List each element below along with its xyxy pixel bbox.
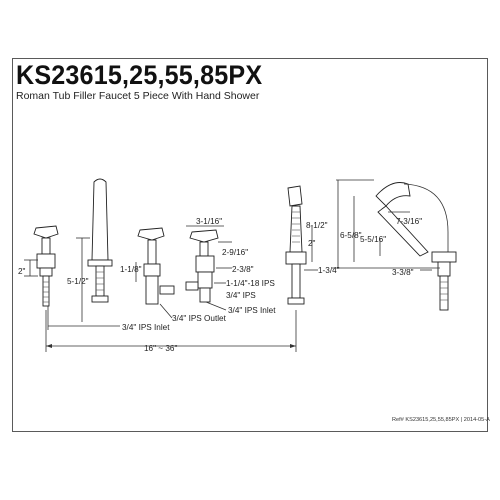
- dim-ips-inlet-right: 3/4" IPS Inlet: [228, 306, 276, 315]
- dim-ips-outlet: 3/4" IPS Outlet: [172, 314, 227, 323]
- dim-text: 1-3/4": [318, 266, 340, 275]
- hand-sprayer: [285, 185, 307, 305]
- model-number: KS23615,25,55,85PX: [16, 60, 263, 90]
- product-subtitle: Roman Tub Filler Faucet 5 Piece With Han…: [16, 90, 260, 102]
- dim-body-dia: 2-3/8": [216, 265, 254, 274]
- dim-text: 6-5/8": [340, 231, 362, 240]
- dim-sprayer-height: 2": [308, 226, 316, 262]
- dim-thread-spec: 1-1/4"-18 IPS: [214, 279, 275, 288]
- dim-shower-mid: 6-5/8": [340, 196, 362, 262]
- left-handle-valve: [33, 225, 59, 307]
- dim-shower-arm: 7-3/16": [388, 211, 422, 226]
- center-handle-valve: [137, 227, 175, 305]
- dim-shower-base: 3-3/8": [392, 268, 432, 277]
- dim-ips-inlet-left: 3/4" IPS Inlet: [122, 323, 170, 332]
- dim-text: 16" ~ 36": [144, 344, 177, 353]
- dim-text: 2": [308, 239, 316, 248]
- dim-text: 2": [18, 267, 26, 276]
- spout: [87, 178, 113, 303]
- dim-text: 5-1/2": [67, 277, 89, 286]
- dim-text: 5-5/16": [360, 235, 386, 244]
- dim-text: 2-3/8": [232, 265, 254, 274]
- dim-ips-a: 3/4" IPS: [226, 291, 256, 300]
- dim-text: 3-1/16": [196, 217, 222, 226]
- dim-text: 3-3/8": [392, 268, 414, 277]
- shower-cradle: [375, 182, 457, 311]
- right-handle-valve: [185, 229, 219, 303]
- leader-lines: [47, 301, 227, 330]
- dim-handle-to-outlet: 2-9/16": [218, 241, 248, 257]
- dim-sprayer-dia: 1-3/4": [304, 266, 340, 275]
- dim-text: 1-1/8": [120, 265, 142, 274]
- dim-spread: 16" ~ 36": [45, 310, 297, 353]
- dim-shower-total: 8-1/2": [306, 179, 440, 269]
- reference-number: Ref# KS23615,25,55,85PX | 2014-05-A: [392, 417, 490, 423]
- dim-text: 8-1/2": [306, 221, 328, 230]
- dim-text: 7-3/16": [396, 217, 422, 226]
- dim-text: 1-1/4"-18 IPS: [226, 279, 275, 288]
- drawing-frame: [12, 58, 488, 432]
- dim-valve-height: 5-1/2": [67, 237, 90, 322]
- dim-handle-width: 3-1/16": [186, 217, 224, 227]
- dim-text: 2-9/16": [222, 248, 248, 257]
- dim-left-handle-height: 2": [18, 259, 38, 277]
- dim-spout-base: 1-1/8": [120, 262, 142, 282]
- dim-shower-head: 5-5/16": [360, 235, 386, 256]
